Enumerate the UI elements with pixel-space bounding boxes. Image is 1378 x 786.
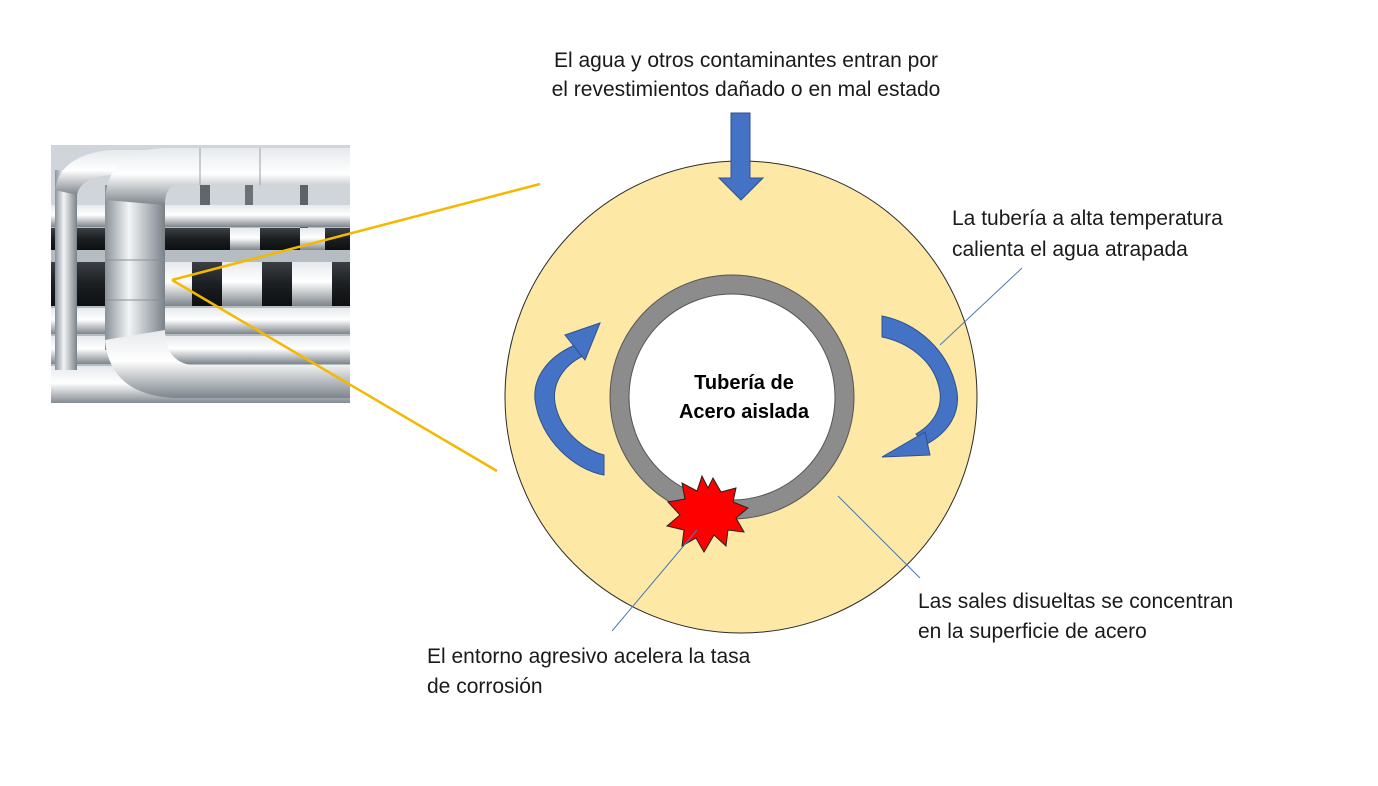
circular-arrow-right-icon xyxy=(881,315,959,458)
label-bottom-line1: El entorno agresivo acelera la tasa xyxy=(427,645,751,668)
label-right-bottom-line1: Las sales disueltas se concentran xyxy=(918,590,1233,613)
label-top-line2: el revestimientos dañado o en mal estado xyxy=(552,78,941,101)
zoom-line-top xyxy=(171,182,541,282)
label-right-top-line2: calienta el agua atrapada xyxy=(952,238,1188,261)
circular-arrow-left-icon xyxy=(534,322,605,476)
leader-line-bottom xyxy=(611,529,698,632)
zoom-line-bottom xyxy=(171,278,498,473)
label-top-line1: El agua y otros contaminantes entran por xyxy=(554,49,938,72)
center-label-line2: Acero aislada xyxy=(679,401,810,423)
label-bottom-line2: de corrosión xyxy=(427,675,543,698)
center-label-line1: Tubería de xyxy=(694,372,794,394)
arrow-down-icon xyxy=(717,112,765,201)
label-right-bottom-line2: en la superficie de acero xyxy=(918,620,1147,643)
corrosion-burst-icon xyxy=(665,474,749,553)
label-right-top-line1: La tubería a alta temperatura xyxy=(952,207,1223,230)
insulated-pipes-photo xyxy=(51,145,350,403)
leader-line-right-top xyxy=(939,267,1023,346)
pipe-interior xyxy=(628,293,836,501)
leader-line-right-bottom xyxy=(837,495,921,579)
